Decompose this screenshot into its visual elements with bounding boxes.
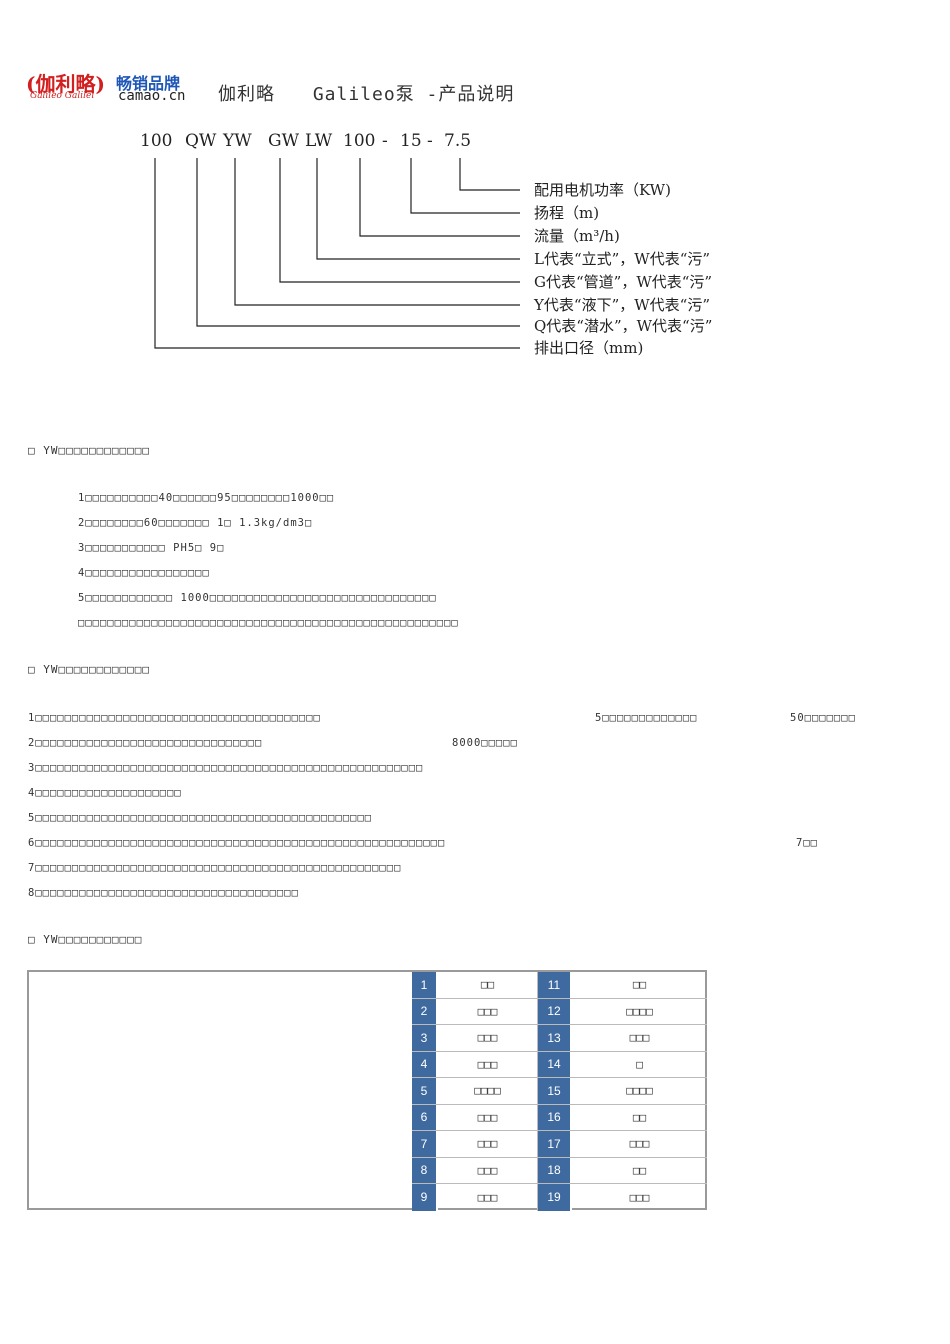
part-name: □□□ [438,998,538,1024]
title-brand: 伽利略 [218,84,275,105]
part-name: □□□□ [438,1078,538,1104]
part-name: □□ [632,978,647,992]
condition-line: 4□□□□□□□□□□□□□□□□□ [78,567,210,579]
table-row: 5 □□□□ 15 □□□□ [412,1078,707,1105]
condition-line: □□□□□□□□□□□□□□□□□□□□□□□□□□□□□□□□□□□□□□□□… [78,617,459,629]
part-name: □□□ [438,1157,538,1183]
part-name: □□□ [629,1190,650,1204]
part-number: 4 [412,1051,438,1077]
feature-line-extra: 8000□□□□□ [452,737,518,749]
features-title: □ YW□□□□□□□□□□□□ [28,663,150,676]
part-name: □□□ [438,1131,538,1157]
legend-head: 扬程（m) [534,204,599,222]
structure-title: □ YW□□□□□□□□□□□ [28,933,143,946]
condition-line: 2□□□□□□□□60□□□□□□□ 1□ 1.3kg/dm3□ [78,517,313,529]
part-name: □□□ [438,1051,538,1077]
code-gw: GW [268,131,300,151]
part-number: 17 [538,1131,572,1157]
feature-line: 7□□□□□□□□□□□□□□□□□□□□□□□□□□□□□□□□□□□□□□□… [28,862,402,874]
part-number: 14 [538,1051,572,1077]
part-number: 12 [538,998,572,1024]
part-number: 13 [538,1025,572,1051]
legend-lw: L代表“立式”，W代表“污” [534,250,710,268]
table-row: 1 □□ 11 □□ [412,972,707,999]
table-row: 3 □□□ 13 □□□ [412,1025,707,1052]
feature-line: 1□□□□□□□□□□□□□□□□□□□□□□□□□□□□□□□□□□□□□□□ [28,712,321,724]
part-number: 7 [412,1131,438,1157]
code-dash-1: - [382,131,388,151]
table-row: 2 □□□ 12 □□□□ [412,998,707,1025]
legend-power: 配用电机功率（KW) [534,181,671,199]
legend-gw: G代表“管道”，W代表“污” [534,273,712,291]
part-number: 19 [538,1184,572,1211]
feature-line: 2□□□□□□□□□□□□□□□□□□□□□□□□□□□□□□□ [28,737,263,749]
logo-main-text: (伽利略) [26,72,105,96]
parts-grid: 1 □□ 11 □□ 2 □□□ 12 □□□□ 3 □□□ 13 □□□ 4 … [412,972,707,1211]
part-name: □□ [438,972,538,998]
part-name: □□□ [438,1104,538,1130]
feature-line: 8□□□□□□□□□□□□□□□□□□□□□□□□□□□□□□□□□□□□ [28,887,299,899]
title-product: Galileo泵 -产品说明 [312,84,515,105]
part-number: 3 [412,1025,438,1051]
feature-line: 5□□□□□□□□□□□□□□□□□□□□□□□□□□□□□□□□□□□□□□□… [28,812,373,824]
part-name: □□ [632,1163,647,1177]
code-dash-2: - [427,131,433,151]
feature-line: 3□□□□□□□□□□□□□□□□□□□□□□□□□□□□□□□□□□□□□□□… [28,762,424,774]
part-number: 1 [412,972,438,998]
condition-line: 1□□□□□□□□□□40□□□□□□95□□□□□□□□1000□□ [78,492,335,504]
part-number: 16 [538,1104,572,1130]
part-name: □□□ [438,1025,538,1051]
part-number: 18 [538,1157,572,1183]
code-power: 7.5 [444,131,471,151]
part-number: 11 [538,972,572,998]
feature-line-extra: 5□□□□□□□□□□□□□ [595,712,698,724]
legend-diameter: 排出口径（mm) [534,339,643,357]
legend-qw: Q代表“潜水”，W代表“污” [534,317,712,335]
part-number: 5 [412,1078,438,1104]
legend-flow: 流量（m³/h) [534,227,620,245]
logo-slogan: 畅销品牌 [116,74,181,93]
part-name: □□□ [629,1137,650,1151]
brand-logo: (伽利略) Galileo Galilei 畅销品牌 camao.cn [22,68,192,110]
part-name: □□□□ [626,1084,653,1098]
code-head: 15 [400,131,422,151]
code-diameter: 100 [140,131,172,151]
part-name: □□□□ [626,1004,653,1018]
conditions-title: □ YW□□□□□□□□□□□□ [28,444,150,457]
model-code-diagram: 100 QW YW GW LW 100 - 15 - 7.5 配用电机功率（KW… [140,131,712,357]
table-row: 7 □□□ 17 □□□ [412,1131,707,1158]
feature-line-extra: 50□□□□□□□ [790,712,856,724]
part-name: □□ [632,1110,647,1124]
part-name: □□□ [438,1184,538,1211]
code-lw: LW [305,131,333,151]
part-name: □ [636,1057,643,1071]
part-number: 2 [412,998,438,1024]
logo-sub-text: Galileo Galilei [30,91,95,101]
code-qw: QW [185,131,217,151]
feature-line-extra: 7□□ [796,837,818,849]
legend-yw: Y代表“液下”，W代表“污” [533,296,710,314]
table-row: 6 □□□ 16 □□ [412,1104,707,1131]
logo-url: camao.cn [118,88,186,104]
part-number: 8 [412,1157,438,1183]
table-row: 9 □□□ 19 □□□ [412,1184,707,1211]
parts-table: 1 □□ 11 □□ 2 □□□ 12 □□□□ 3 □□□ 13 □□□ 4 … [27,970,707,1211]
leader-lines [154,158,520,349]
part-number: 6 [412,1104,438,1130]
table-row: 4 □□□ 14 □ [412,1051,707,1078]
code-flow: 100 [343,131,375,151]
feature-line: 6□□□□□□□□□□□□□□□□□□□□□□□□□□□□□□□□□□□□□□□… [28,837,446,849]
condition-line: 5□□□□□□□□□□□□ 1000□□□□□□□□□□□□□□□□□□□□□□… [78,592,437,604]
page-title: 伽利略 Galileo泵 -产品说明 [218,80,540,106]
part-number: 15 [538,1078,572,1104]
table-row: 8 □□□ 18 □□ [412,1157,707,1184]
part-number: 9 [412,1184,438,1211]
feature-line: 4□□□□□□□□□□□□□□□□□□□□ [28,787,182,799]
part-name: □□□ [629,1031,650,1045]
condition-line: 3□□□□□□□□□□□ PH5□ 9□ [78,542,225,554]
code-yw: YW [222,131,252,151]
